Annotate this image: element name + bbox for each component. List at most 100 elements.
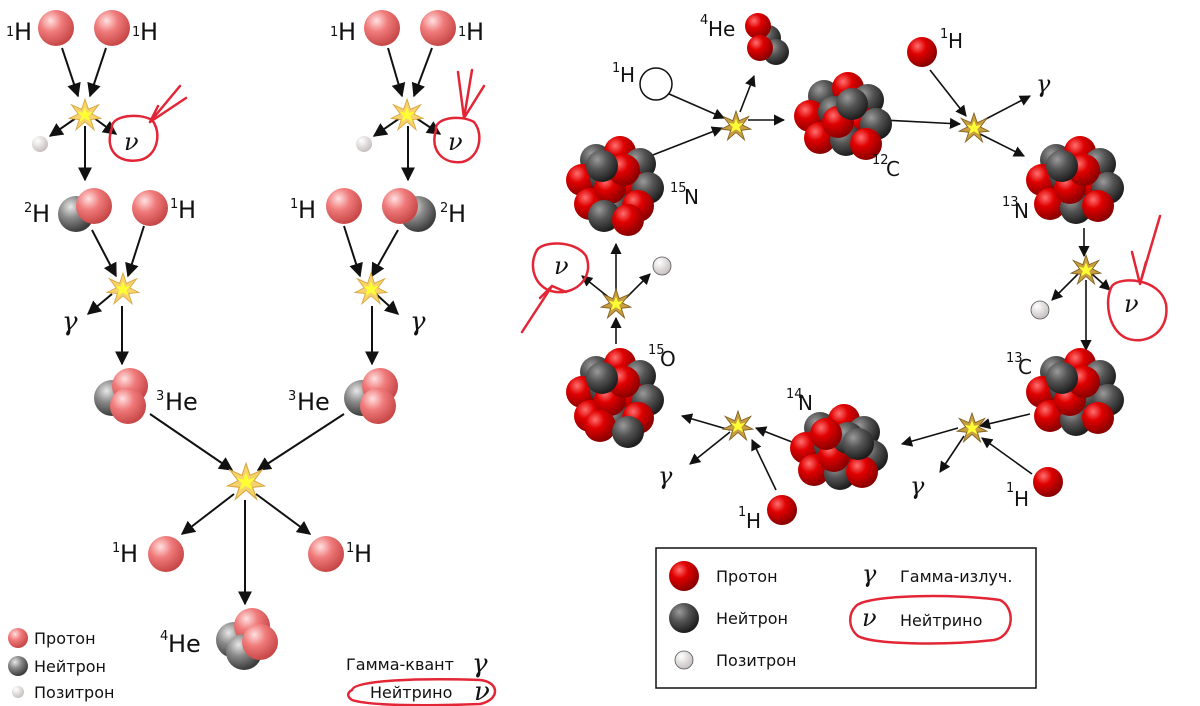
proton-sphere [907,37,937,67]
proton-sphere [767,495,797,525]
isotope-mass: 13 [1002,195,1019,210]
annotation-circle [433,116,481,164]
legend-neutron-swatch [8,656,28,676]
isotope-symbol: H [354,540,372,568]
legend-neutrino-symbol: ν [474,677,490,706]
legend-proton-swatch [8,628,28,648]
isotope-symbol: N [684,185,699,209]
legend-positron-swatch [674,650,694,670]
legend-gamma-label: Гамма-излуч. [900,567,1012,586]
isotope-symbol: N [798,391,813,415]
isotope-mass: 12 [872,153,889,168]
isotope-symbol: O [660,347,676,371]
isotope-mass: 1 [170,197,178,212]
isotope-mass: 1 [6,25,14,40]
legend-proton-label: Протон [34,629,96,648]
isotope-mass: 1 [290,197,298,212]
isotope-symbol: H [140,18,158,46]
reaction-arrows [48,47,442,606]
isotope-symbol: H [448,200,466,228]
legend-proton-swatch [669,561,699,591]
legend-neutrino-label: Нейтрино [370,683,452,702]
isotope-mass: 2 [24,201,32,216]
legend-neutrino-label: Нейтрино [900,611,982,630]
isotope-mass: 1 [346,541,354,556]
nitrogen14-nucleus [790,404,888,490]
isotope-symbol: H [32,200,50,228]
isotope-mass: 15 [670,181,687,196]
annotation-arrow [456,68,486,120]
fusion-flash [958,112,990,143]
isotope-symbol: H [298,196,316,224]
proton-sphere [242,624,278,660]
annotation-circle [108,114,159,162]
isotope-symbol: H [948,29,963,53]
fusion-flash [68,98,102,131]
legend-positron-swatch [12,686,24,698]
annotation-circle [849,594,1012,645]
isotope-symbol: He [165,388,198,416]
positron-sphere [1030,300,1050,320]
proton-sphere [326,188,362,224]
annotation-circle [531,242,590,294]
isotope-mass: 1 [458,25,466,40]
fusion-flash [722,410,754,441]
isotope-mass: 4 [160,629,168,644]
proton-sphere [360,388,396,424]
proton-sphere [148,536,184,572]
positron-sphere [652,256,672,276]
isotope-mass: 1 [612,61,620,76]
carbon13-nucleus [1026,348,1124,436]
isotope-symbol: H [120,540,138,568]
annotation-arrow [148,84,188,124]
legend-neutron-label: Нейтрон [716,609,788,628]
positron-sphere [356,136,372,152]
proton-sphere [132,190,168,226]
legend-right: Протон Нейтрон Позитрон γ Гамма-излуч. ν… [655,547,1037,689]
isotope-symbol: H [1014,487,1029,511]
nitrogen13-nucleus [1026,136,1124,224]
proton-sphere [76,188,112,224]
pp-chain: 1 H 1 H 1 H 1 H [6,10,497,706]
isotope-symbol: H [466,18,484,46]
proton-sphere [1033,467,1063,497]
isotope-symbol: N [1014,199,1029,223]
isotope-symbol: H [620,63,635,87]
legend-gamma-symbol: γ [862,560,877,588]
cno-cycle: 4 He 1 H 1 H 12 C 13 N 13 C 14 N 15 O 15… [520,13,1168,689]
proton-sphere [364,10,400,46]
annotation-circle [347,678,497,706]
legend-positron-label: Позитрон [34,683,114,702]
fusion-flash [390,98,424,131]
isotope-symbol: He [297,388,330,416]
proton-sphere [420,10,456,46]
proton-sphere [308,536,344,572]
legend-box [655,547,1037,689]
isotope-mass: 14 [786,387,803,402]
isotope-mass: 1 [940,27,948,42]
legend-left: Протон Нейтрон Позитрон Гамма-квант γ Не… [8,628,497,706]
neutrino-symbol: ν [554,252,569,280]
cycle-arrows [581,69,1111,491]
helium4-nucleus [745,13,789,65]
isotope-mass: 13 [1006,351,1023,366]
neutrino-symbol: ν [1124,290,1139,318]
proton-sphere [94,10,130,46]
legend-gamma-label: Гамма-квант [346,655,454,674]
legend-proton-label: Протон [716,567,778,586]
isotope-symbol: H [746,509,761,533]
isotope-symbol: C [886,157,900,181]
gamma-symbol: γ [1036,70,1051,98]
fusion-flash [1070,254,1102,285]
legend-gamma-symbol: γ [472,649,488,679]
isotope-mass: 3 [156,389,164,404]
isotope-symbol: He [168,630,201,658]
hydrogen-placeholder [639,67,673,101]
gamma-symbol: γ [910,472,925,500]
annotation-arrow [1130,214,1162,286]
proton-sphere [38,10,74,46]
proton-sphere [382,188,418,224]
legend-neutron-swatch [669,603,699,633]
isotope-symbol: He [708,17,735,41]
